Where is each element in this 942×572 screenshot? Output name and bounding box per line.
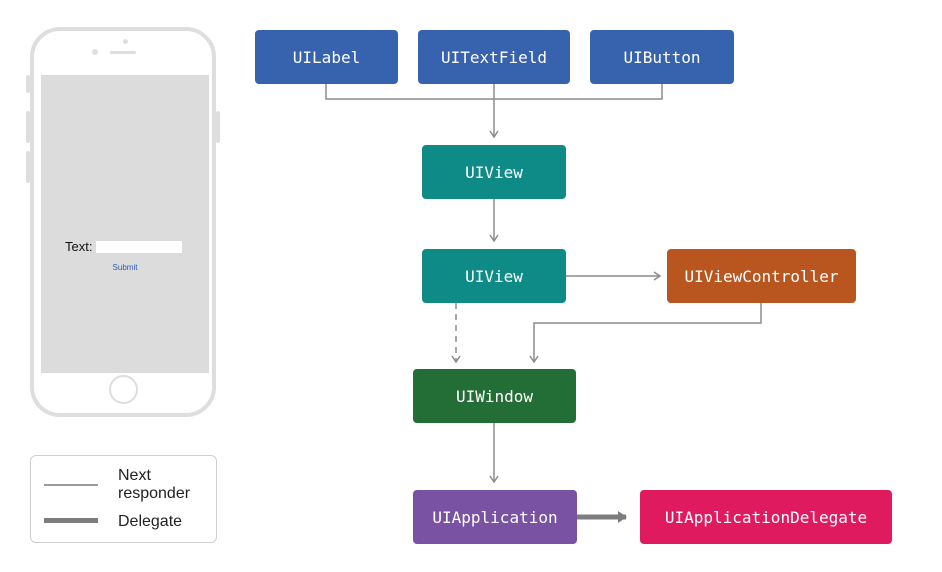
- text-input[interactable]: [96, 241, 182, 253]
- legend-delegate-label: Delegate: [118, 513, 183, 530]
- connector-uibutton-to-uiview: [494, 84, 663, 100]
- node-uibutton: UIButton: [590, 30, 734, 84]
- phone-volume-down-button: [26, 151, 30, 183]
- phone-screen: Text: Submit: [41, 75, 209, 373]
- legend-next-responder-label: Next responder: [118, 467, 191, 502]
- node-uiviewcontroller: UIViewController: [667, 249, 856, 303]
- submit-button[interactable]: Submit: [112, 263, 138, 272]
- phone-camera: [123, 39, 128, 44]
- node-uiapplication: UIApplication: [413, 490, 577, 544]
- connector-uiviewcontroller-to-uiwindow: [529, 303, 762, 364]
- phone-speaker: [110, 51, 136, 54]
- legend: Next responder Delegate: [30, 455, 217, 543]
- phone-volume-up-button: [26, 111, 30, 143]
- node-uilabel: UILabel: [255, 30, 398, 84]
- legend-delegate-line: [44, 518, 98, 523]
- phone-sensor: [92, 49, 98, 55]
- node-uitextfield: UITextField: [418, 30, 570, 84]
- node-uiapplicationdelegate: UIApplicationDelegate: [640, 490, 892, 544]
- legend-next-responder-line: [44, 484, 98, 486]
- phone-power-button: [216, 111, 220, 143]
- node-uiview-1: UIView: [422, 145, 566, 199]
- home-button[interactable]: [109, 375, 138, 404]
- node-uiwindow: UIWindow: [413, 369, 576, 423]
- text-label: Text:: [65, 239, 93, 254]
- node-uiview-2: UIView: [422, 249, 566, 303]
- iphone-mockup: Text: Submit: [26, 27, 220, 417]
- phone-side-button: [26, 75, 30, 93]
- connector-uilabel-to-uiview: [325, 84, 494, 100]
